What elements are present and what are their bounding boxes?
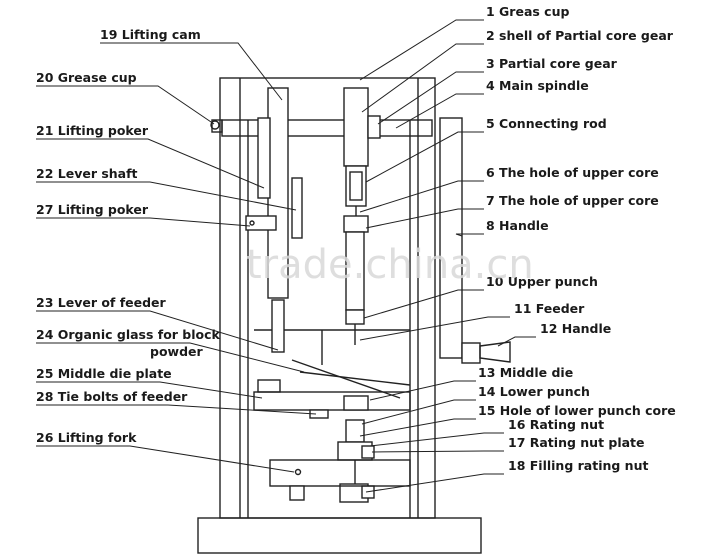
labels-left: 19 Lifting cam 20 Grease cup 21 Lifting … bbox=[36, 27, 221, 445]
leader-13 bbox=[369, 380, 476, 401]
label-16: 16 Rating nut bbox=[508, 417, 604, 432]
leader-5 bbox=[365, 131, 484, 183]
machine-frame bbox=[219, 77, 436, 519]
label-24-line1: 24 Organic glass for block bbox=[36, 327, 221, 342]
leader-23 bbox=[36, 310, 279, 351]
main-spindle bbox=[221, 119, 433, 137]
lifting-poker-upper bbox=[257, 117, 271, 199]
leader-lines bbox=[36, 19, 536, 493]
fork-foot bbox=[289, 485, 305, 501]
middle-die-plate bbox=[253, 391, 411, 411]
feeder-bracket bbox=[257, 379, 281, 393]
label-6: 6 The hole of upper core bbox=[486, 165, 659, 180]
handle-column bbox=[439, 117, 463, 359]
leader-1 bbox=[359, 19, 484, 81]
lever-of-feeder bbox=[271, 299, 285, 353]
label-10: 10 Upper punch bbox=[486, 274, 598, 289]
leader-25 bbox=[36, 381, 263, 399]
fork-pivot bbox=[294, 468, 302, 476]
upper-punch-nut bbox=[345, 309, 365, 325]
leader-26 bbox=[36, 445, 295, 473]
label-3: 3 Partial core gear bbox=[486, 56, 618, 71]
lifting-poker-clamp bbox=[245, 215, 277, 231]
handle-grip bbox=[479, 341, 511, 363]
leader-3 bbox=[377, 71, 484, 125]
label-13: 13 Middle die bbox=[478, 365, 573, 380]
label-1: 1 Greas cup bbox=[486, 4, 569, 19]
lifting-fork bbox=[269, 459, 411, 487]
leader-6 bbox=[359, 180, 484, 213]
leader-24 bbox=[36, 342, 305, 373]
leader-12 bbox=[497, 336, 536, 347]
label-7: 7 The hole of upper core bbox=[486, 193, 659, 208]
label-19: 19 Lifting cam bbox=[100, 27, 201, 42]
label-17: 17 Rating nut plate bbox=[508, 435, 645, 450]
label-5: 5 Connecting rod bbox=[486, 116, 607, 131]
label-28: 28 Tie bolts of feeder bbox=[36, 389, 188, 404]
leader-22 bbox=[36, 181, 297, 211]
upper-core-hole bbox=[349, 171, 363, 201]
organic-glass-edge bbox=[299, 371, 411, 386]
label-21: 21 Lifting poker bbox=[36, 123, 149, 138]
label-8: 8 Handle bbox=[486, 218, 549, 233]
machine-base bbox=[197, 517, 482, 554]
label-4: 4 Main spindle bbox=[486, 78, 589, 93]
leader-28 bbox=[36, 404, 317, 415]
leader-17 bbox=[371, 450, 504, 453]
label-20: 20 Grease cup bbox=[36, 70, 137, 85]
middle-die bbox=[343, 395, 369, 411]
clamp-bolt bbox=[249, 220, 255, 226]
label-27: 27 Lifting poker bbox=[36, 202, 149, 217]
leader-21 bbox=[36, 138, 265, 189]
leader-20 bbox=[36, 85, 215, 125]
label-25: 25 Middle die plate bbox=[36, 366, 172, 381]
watermark: trade.china.cn bbox=[246, 242, 534, 288]
leader-11 bbox=[359, 316, 510, 341]
leader-18 bbox=[365, 473, 504, 493]
leader-14 bbox=[361, 399, 476, 425]
leader-19 bbox=[100, 42, 283, 101]
label-15: 15 Hole of lower punch core bbox=[478, 403, 676, 418]
handle-hub bbox=[461, 342, 481, 364]
label-26: 26 Lifting fork bbox=[36, 430, 137, 445]
lower-punch bbox=[345, 419, 365, 443]
labels-right: 1 Greas cup 2 shell of Partial core gear… bbox=[478, 4, 676, 473]
lever-shaft-bracket bbox=[291, 177, 303, 239]
grease-cup-left bbox=[211, 119, 223, 133]
label-11: 11 Feeder bbox=[514, 301, 585, 316]
label-2: 2 shell of Partial core gear bbox=[486, 28, 674, 43]
upper-core-coupler bbox=[343, 215, 369, 233]
leader-7 bbox=[365, 208, 484, 229]
partial-core-gear bbox=[367, 115, 381, 139]
label-18: 18 Filling rating nut bbox=[508, 458, 648, 473]
leader-15 bbox=[359, 418, 476, 437]
leader-27 bbox=[36, 217, 251, 227]
label-14: 14 Lower punch bbox=[478, 384, 590, 399]
leader-4 bbox=[395, 93, 484, 129]
leader-10 bbox=[363, 289, 484, 319]
label-22: 22 Lever shaft bbox=[36, 166, 138, 181]
gear-shell bbox=[343, 87, 369, 167]
leader-8 bbox=[455, 233, 484, 237]
grease-cup-left-cap bbox=[210, 120, 220, 130]
label-12: 12 Handle bbox=[540, 321, 611, 336]
label-23: 23 Lever of feeder bbox=[36, 295, 167, 310]
machine-drawing bbox=[197, 77, 511, 554]
label-24-line2: powder bbox=[150, 344, 204, 359]
leader-16 bbox=[369, 432, 504, 447]
leader-2 bbox=[361, 43, 484, 113]
